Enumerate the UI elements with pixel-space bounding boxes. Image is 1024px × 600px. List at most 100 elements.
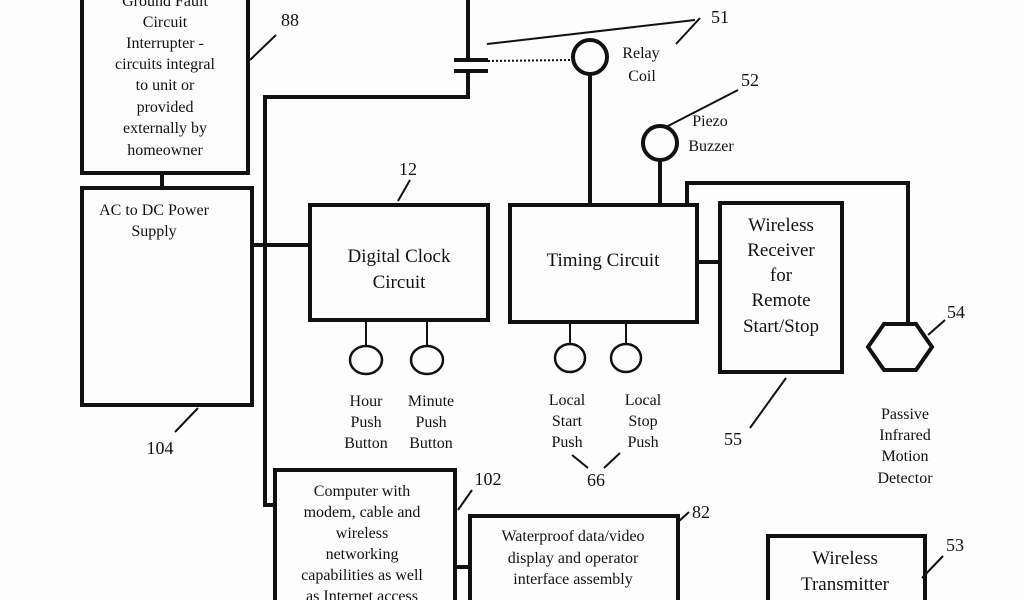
leader-52	[665, 89, 739, 128]
minute-button-text: Minute	[408, 393, 454, 410]
display-text: Waterproof data/video	[501, 528, 644, 545]
motion-detector: Passive Infrared Motion Detector 54	[865, 302, 965, 487]
minute-push-button: Minute Push Button	[408, 344, 454, 452]
leader-104	[174, 407, 199, 433]
display-text: display and operator	[508, 550, 639, 567]
minute-button-text: Button	[409, 435, 453, 452]
piezo-text: Buzzer	[688, 138, 734, 155]
display-block: Waterproof data/video display and operat…	[468, 502, 710, 600]
clock-block: Digital Clock Circuit 12	[308, 159, 490, 322]
gfci-text: circuits integral	[115, 56, 216, 73]
gfci-text: Interrupter -	[126, 35, 204, 52]
ref-82: 82	[692, 502, 710, 522]
ref-54: 54	[947, 302, 965, 322]
ref-12: 12	[399, 159, 417, 179]
receiver-text: for	[770, 265, 793, 286]
display-box	[468, 514, 680, 600]
push-button-symbol	[609, 342, 643, 374]
ref-102: 102	[475, 469, 502, 489]
local-stop-button: Local Stop Push	[609, 342, 662, 451]
motion-detector-text: Motion	[881, 448, 928, 465]
local-stop-text: Stop	[628, 413, 657, 430]
timing-block: Timing Circuit	[508, 203, 699, 324]
ref-53: 53	[946, 535, 964, 555]
leader-54	[927, 319, 946, 336]
timing-text: Timing Circuit	[547, 250, 661, 271]
ref-51: 51	[711, 7, 729, 27]
motion-detector-text: Passive	[881, 406, 929, 423]
power-supply-block: AC to DC Power Supply 104	[80, 186, 254, 458]
clock-text: Circuit	[373, 272, 426, 293]
local-stop-text: Local	[625, 392, 662, 409]
local-start-text: Local	[549, 392, 586, 409]
relay-text: Coil	[628, 68, 656, 85]
gfci-text: externally by	[123, 120, 207, 137]
receiver-box	[718, 201, 844, 374]
push-button-symbol	[553, 342, 587, 374]
leader-88	[249, 34, 277, 61]
wires	[160, 0, 910, 569]
hour-push-button: Hour Push Button	[344, 344, 388, 452]
gfci-text: homeowner	[127, 142, 203, 159]
gfci-text: Ground Fault	[122, 0, 208, 10]
push-button-symbol	[409, 344, 445, 376]
gfci-text: provided	[137, 99, 194, 116]
display-text: interface assembly	[513, 571, 633, 588]
computer-text: wireless	[336, 525, 388, 542]
transmitter-text: Wireless	[812, 548, 878, 569]
computer-text: capabilities as well	[301, 567, 423, 584]
piezo-text: Piezo	[692, 113, 728, 130]
ref-52: 52	[741, 70, 759, 90]
piezo-buzzer: Piezo Buzzer 52	[641, 70, 759, 162]
computer-text: as Internet access	[306, 588, 418, 600]
leader-102	[457, 489, 473, 511]
receiver-text: Receiver	[747, 240, 815, 261]
local-start-button: Local Start Push	[549, 342, 587, 451]
gfci-text: to unit or	[136, 77, 195, 94]
gfci-box	[80, 0, 250, 175]
minute-button-text: Push	[415, 414, 446, 431]
receiver-text: Remote	[751, 290, 810, 311]
power-supply-text: Supply	[131, 223, 176, 240]
leader-12	[397, 179, 411, 202]
transmitter-block: Wireless Transmitter 53	[766, 534, 964, 600]
computer-text: networking	[326, 546, 399, 563]
computer-box	[273, 468, 457, 600]
push-button-symbol	[348, 344, 384, 376]
local-start-text: Push	[551, 434, 582, 451]
power-supply-box	[80, 186, 254, 407]
gfci-block: Ground Fault Circuit Interrupter - circu…	[80, 0, 299, 175]
timing-box	[508, 203, 699, 324]
leader-66b	[603, 452, 621, 469]
leader-51a	[486, 19, 696, 45]
hour-button-text: Hour	[350, 393, 384, 410]
relay-text: Relay	[622, 45, 659, 62]
gfci-text: Circuit	[143, 14, 188, 31]
leader-51b	[675, 17, 701, 45]
leader-66a	[571, 454, 589, 469]
wire-timing-motion	[685, 181, 910, 322]
leader-55	[749, 377, 787, 429]
piezo-symbol	[641, 124, 679, 162]
motion-detector-text: Detector	[877, 470, 933, 487]
ref-66: 66	[587, 470, 605, 490]
clock-text: Digital Clock	[348, 246, 451, 267]
transmitter-box	[766, 534, 927, 600]
clock-box	[308, 203, 490, 322]
local-stop-text: Push	[627, 434, 658, 451]
ref-88: 88	[281, 10, 299, 30]
computer-block: Computer with modem, cable and wireless …	[273, 468, 502, 600]
receiver-text: Wireless	[748, 215, 814, 236]
hour-button-text: Button	[344, 435, 388, 452]
power-supply-text: AC to DC Power	[99, 202, 209, 219]
relay-coil-symbol	[571, 38, 609, 76]
transmitter-text: Transmitter	[801, 574, 890, 595]
ref-55: 55	[724, 429, 742, 449]
motion-detector-text: Infrared	[879, 427, 931, 444]
receiver-block: Wireless Receiver for Remote Start/Stop …	[718, 201, 844, 449]
relay-coil: Relay Coil 51	[571, 7, 729, 85]
computer-text: Computer with	[314, 483, 410, 500]
receiver-text: Start/Stop	[743, 316, 819, 337]
